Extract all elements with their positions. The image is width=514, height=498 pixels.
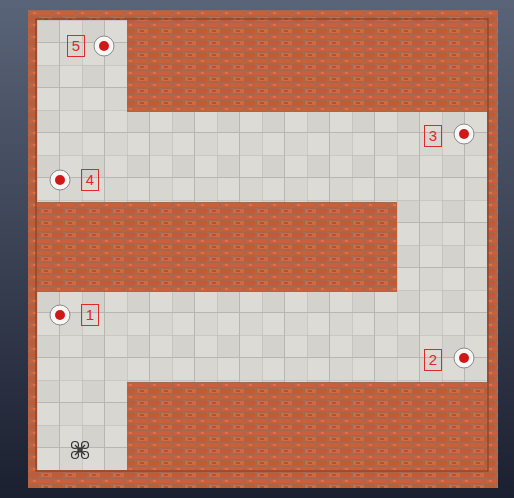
floor-tile (37, 292, 487, 382)
callout-number: 4 (86, 171, 94, 189)
callout-number: 3 (429, 127, 437, 145)
waypoint-marker (454, 124, 474, 144)
waypoint-number: 3 (424, 125, 442, 147)
floor-tile (37, 20, 127, 112)
floor (37, 20, 487, 470)
floor-tile (37, 112, 487, 202)
floor-tile (37, 382, 127, 470)
floor-tile (397, 202, 487, 292)
waypoint-marker (50, 170, 70, 190)
waypoint-number: 5 (67, 35, 85, 57)
waypoint-number: 2 (424, 349, 442, 371)
waypoint-number: 4 (81, 169, 99, 191)
callout-number: 1 (86, 306, 94, 324)
callout-number: 2 (429, 351, 437, 369)
outer-wall (28, 10, 498, 488)
waypoint-number: 1 (81, 304, 99, 326)
callout-number: 5 (72, 37, 80, 55)
drone-icon (72, 442, 89, 459)
waypoint-marker (50, 305, 70, 325)
wall-edge (36, 19, 488, 471)
waypoint-marker (94, 36, 114, 56)
brick-wall (28, 10, 498, 488)
waypoint-marker (454, 348, 474, 368)
waypoints (50, 36, 474, 368)
